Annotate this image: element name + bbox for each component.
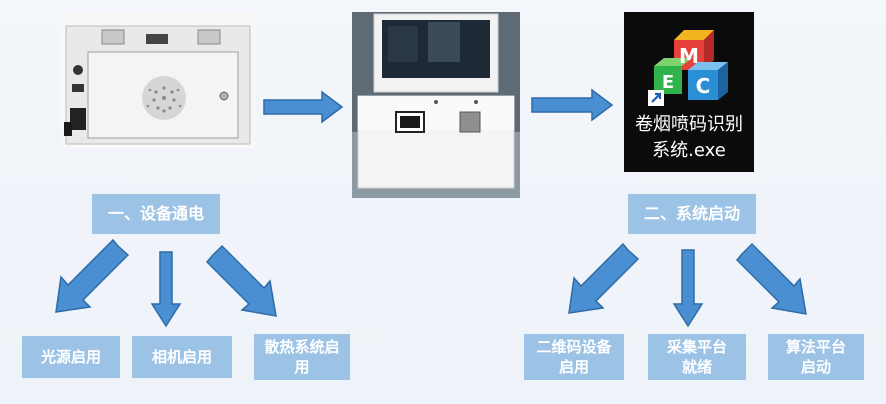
step2-label: 二、系统启动 <box>628 194 756 234</box>
kiosk-illustration <box>352 12 520 198</box>
cube-letter-c: C <box>696 74 711 98</box>
step1-label: 一、设备通电 <box>92 194 220 234</box>
qr-device-text: 二维码设备启用 <box>536 338 612 376</box>
arrow-down-left-1 <box>55 238 130 313</box>
light-source-box: 光源启用 <box>22 336 120 378</box>
arrow-down-center-2 <box>672 249 704 328</box>
cube-letter-m: M <box>679 44 699 68</box>
qr-device-box: 二维码设备启用 <box>524 334 624 380</box>
light-source-text: 光源启用 <box>40 348 101 366</box>
mec-cubes-icon: M E C <box>654 30 728 100</box>
camera-text: 相机启用 <box>151 348 212 366</box>
cube-e <box>654 66 682 94</box>
algorithm-platform-text: 算法平台启动 <box>785 338 846 376</box>
step1-label-text: 一、设备通电 <box>107 204 204 223</box>
exe-icon-illustration: M E C 卷烟喷码识别 系统.exe <box>635 30 743 161</box>
arrow-down-center-1 <box>150 251 182 328</box>
collection-platform-box: 采集平台就绪 <box>648 334 746 380</box>
cooling-system-box: 散热系统启用 <box>254 334 350 380</box>
camera-box: 相机启用 <box>132 336 232 378</box>
cube-letter-e: E <box>662 72 674 93</box>
exe-filename-line1: 卷烟喷码识别 <box>635 114 743 135</box>
kiosk-photo <box>352 12 520 198</box>
cooling-system-text: 散热系统启用 <box>264 338 340 376</box>
device-box-photo <box>60 12 256 148</box>
collection-platform-text: 采集平台就绪 <box>666 338 727 376</box>
arrow-down-left-2 <box>568 242 640 314</box>
arrow-down-right-2 <box>735 242 807 315</box>
cube-c <box>688 70 718 100</box>
algorithm-platform-box: 算法平台启动 <box>768 334 864 380</box>
exe-shortcut[interactable]: M E C 卷烟喷码识别 系统.exe <box>624 12 754 172</box>
step2-label-text: 二、系统启动 <box>643 204 740 223</box>
arrow-right-1 <box>263 90 344 124</box>
arrow-right-2 <box>531 88 614 122</box>
speaker-grill <box>142 76 186 120</box>
exe-filename-line2: 系统.exe <box>652 140 726 161</box>
device-box-illustration <box>60 12 256 148</box>
arrow-down-right-1 <box>205 244 277 317</box>
